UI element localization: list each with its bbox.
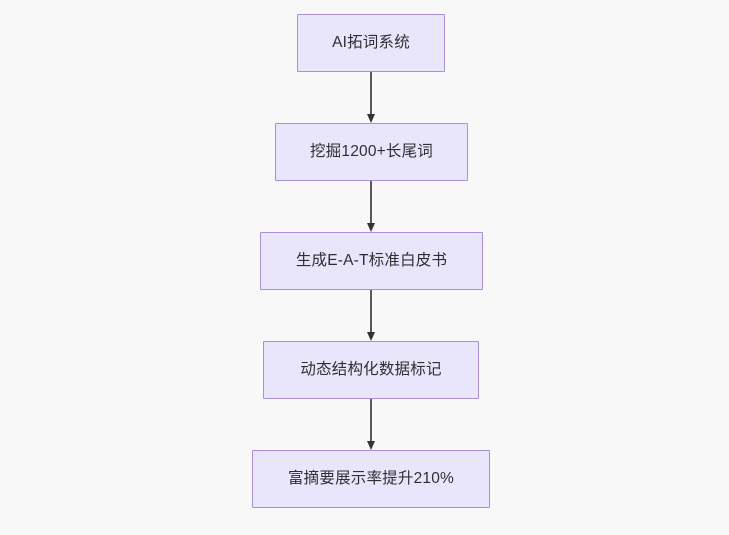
flow-node-generate-eat-whitepaper[interactable]: 生成E-A-T标准白皮书	[260, 232, 483, 290]
flow-node-dynamic-structured-data-markup[interactable]: 动态结构化数据标记	[263, 341, 479, 399]
flow-node-label: 动态结构化数据标记	[300, 361, 442, 379]
flow-node-label: AI拓词系统	[332, 34, 410, 52]
flow-node-mine-longtail-keywords[interactable]: 挖掘1200+长尾词	[275, 123, 468, 181]
flow-node-label: 生成E-A-T标准白皮书	[295, 252, 448, 270]
flow-node-rich-snippet-impression-lift[interactable]: 富摘要展示率提升210%	[252, 450, 490, 508]
flow-node-ai-keyword-system[interactable]: AI拓词系统	[297, 14, 445, 72]
flow-node-label: 富摘要展示率提升210%	[287, 470, 455, 488]
flow-node-label: 挖掘1200+长尾词	[309, 143, 434, 161]
